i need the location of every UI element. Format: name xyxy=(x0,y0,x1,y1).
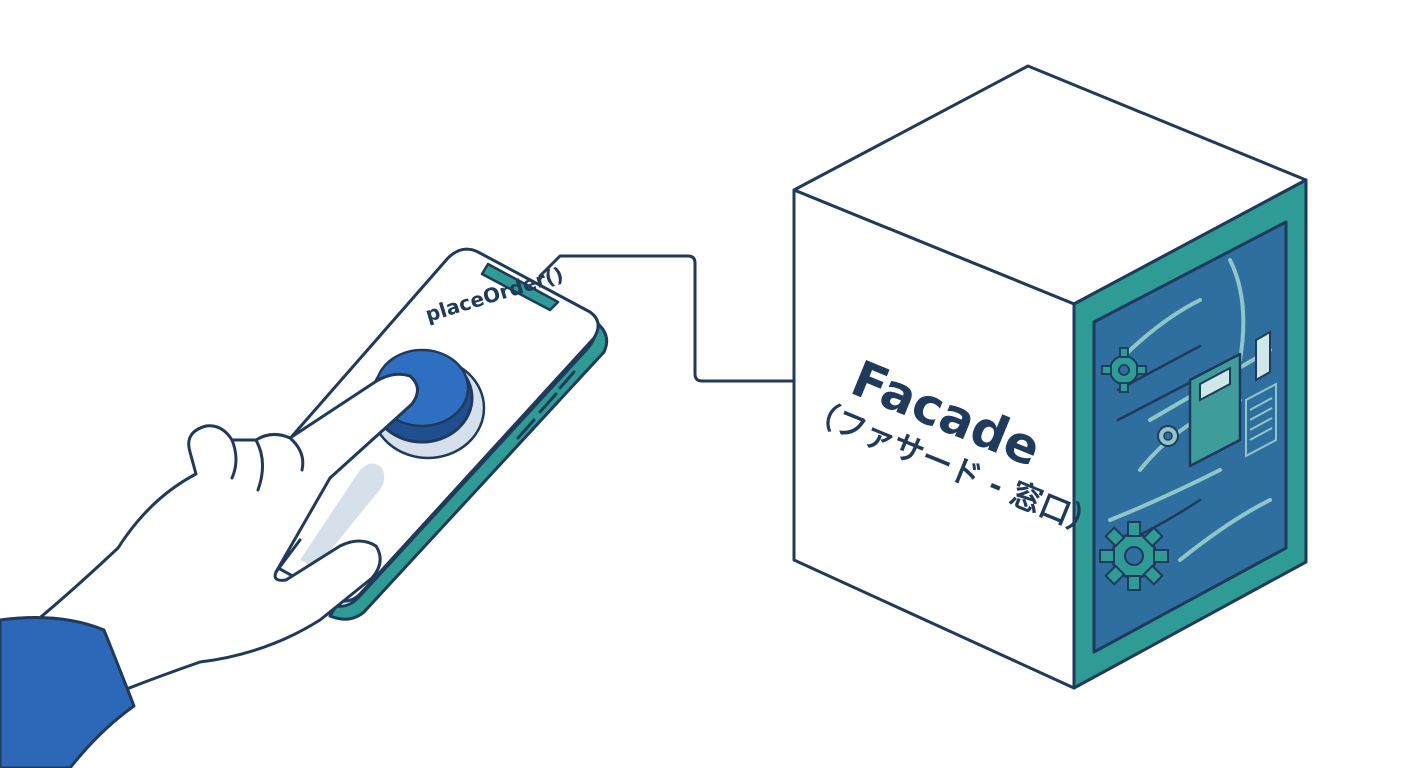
hand-icon xyxy=(0,374,418,768)
indicator-slot xyxy=(1256,332,1270,380)
gear-icon xyxy=(1100,522,1168,590)
gear-icon-tiny xyxy=(1158,426,1178,446)
